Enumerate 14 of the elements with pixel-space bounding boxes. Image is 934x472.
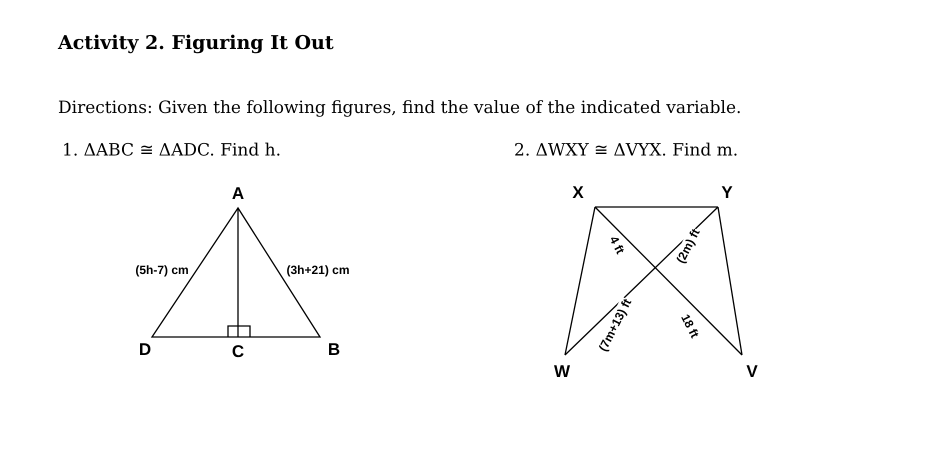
vertex-label: W <box>554 362 570 382</box>
vertex-label: A <box>232 184 244 204</box>
problem-statement: 2. ΔWXY ≅ ΔVYX. Find m. <box>514 140 738 160</box>
side-length-label: (5h-7) cm <box>135 263 189 277</box>
vertex-label: V <box>746 362 758 382</box>
vertex-label: D <box>138 340 152 360</box>
problem-statement: 1. ΔABC ≅ ΔADC. Find h. <box>62 140 282 160</box>
activity-title: Activity 2. Figuring It Out <box>58 32 334 54</box>
vertex-label: X <box>572 183 584 203</box>
vertex-label: C <box>232 342 244 362</box>
vertex-label: Y <box>721 183 733 203</box>
vertex-label: B <box>328 340 340 360</box>
directions-text: Directions: Given the following figures, find the value of the indicated variable. <box>58 98 742 118</box>
side-length-label: (3h+21) cm <box>286 263 350 277</box>
